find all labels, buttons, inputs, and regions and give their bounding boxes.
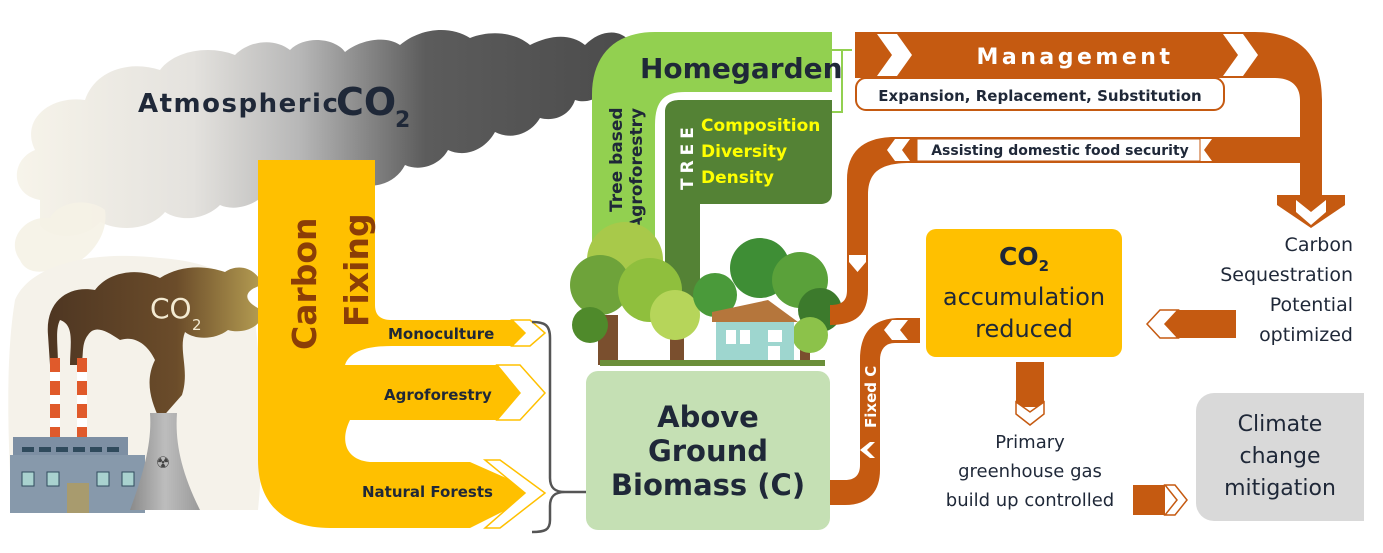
tree-based-label: Tree based — [607, 107, 627, 212]
homegarden-trees-house-illustration — [570, 222, 842, 366]
homegarden-panel — [592, 32, 852, 300]
biomass-line-1: Above — [657, 399, 759, 434]
carbon-label: Carbon — [285, 217, 324, 350]
factory-co2-subscript: 2 — [192, 316, 202, 334]
sequestration-line-3: Potential — [1269, 294, 1353, 316]
co2-box-co: CO — [998, 241, 1039, 271]
cooling-tower — [130, 413, 200, 510]
food-security-label: Assisting domestic food security — [931, 143, 1189, 159]
sequestration-text: Carbon Sequestration Potential optimized — [1220, 230, 1353, 350]
radiation-icon: ☢ — [156, 453, 170, 472]
sequestration-line-2: Sequestration — [1220, 264, 1353, 286]
fixing-label: Fixing — [337, 213, 376, 327]
atmospheric-co2-label: CO — [336, 80, 396, 124]
atmospheric-label: Atmospheric — [138, 89, 339, 119]
fixed-c-band — [830, 318, 920, 505]
management-subtitle: Expansion, Replacement, Substitution — [878, 87, 1201, 105]
tree-vertical-label: TREE — [678, 122, 698, 190]
climate-line-3: mitigation — [1224, 476, 1336, 501]
smoke-plume — [47, 267, 263, 420]
factory-illustration: CO 2 ☢ — [8, 255, 263, 513]
climate-arrow — [1133, 484, 1188, 516]
sequestration-line-4: optimized — [1259, 324, 1353, 346]
climate-change-mitigation-box: Climate change mitigation — [1196, 393, 1364, 521]
co2-box-title: CO2 — [999, 242, 1049, 281]
atmospheric-cloud — [14, 29, 646, 272]
climate-line-1: Climate — [1237, 412, 1323, 437]
management-title: Management — [977, 45, 1174, 70]
biomass-line-3: Biomass (C) — [610, 467, 806, 502]
co2-box-line-2: accumulation — [942, 282, 1106, 311]
management-band — [830, 32, 1345, 325]
tree-attribute-density: Density — [701, 168, 774, 188]
factory-co2-label: CO — [150, 292, 192, 325]
branch-natural-forests: Natural Forests — [362, 483, 493, 501]
factory-door — [67, 483, 89, 513]
tree-attribute-diversity: Diversity — [701, 142, 787, 162]
fixed-c-label: Fixed C — [862, 366, 880, 428]
co2-box-subscript: 2 — [1038, 256, 1050, 275]
branch-monoculture: Monoculture — [388, 325, 494, 343]
greenhouse-line-3: build up controlled — [945, 490, 1115, 511]
biomass-line-2: Ground — [647, 433, 769, 468]
sequestration-arrow — [1145, 309, 1236, 339]
tree-attribute-composition: Composition — [701, 116, 820, 136]
chimney-right — [77, 358, 87, 438]
greenhouse-line-2: greenhouse gas — [958, 461, 1102, 482]
climate-line-2: change — [1239, 444, 1321, 469]
atmospheric-co2-subscript: 2 — [395, 108, 410, 133]
agroforestry-side-label: Agroforestry — [627, 108, 647, 230]
factory-roof — [13, 437, 128, 455]
co2-box-line-3: reduced — [975, 314, 1073, 343]
branch-bracket — [531, 320, 566, 534]
co2-accumulation-box: CO2 accumulation reduced — [926, 229, 1122, 357]
homegarden-title: Homegarden — [640, 52, 843, 85]
above-ground-biomass-box: Above Ground Biomass (C) — [586, 371, 830, 530]
chimney-left — [50, 358, 60, 438]
sequestration-line-1: Carbon — [1284, 234, 1353, 256]
greenhouse-line-1: Primary — [995, 432, 1065, 453]
co2-down-arrow — [1015, 362, 1045, 426]
carbon-fixing-stream — [258, 160, 547, 529]
greenhouse-text: Primary greenhouse gas build up controll… — [928, 428, 1132, 515]
branch-agroforestry: Agroforestry — [384, 386, 492, 404]
